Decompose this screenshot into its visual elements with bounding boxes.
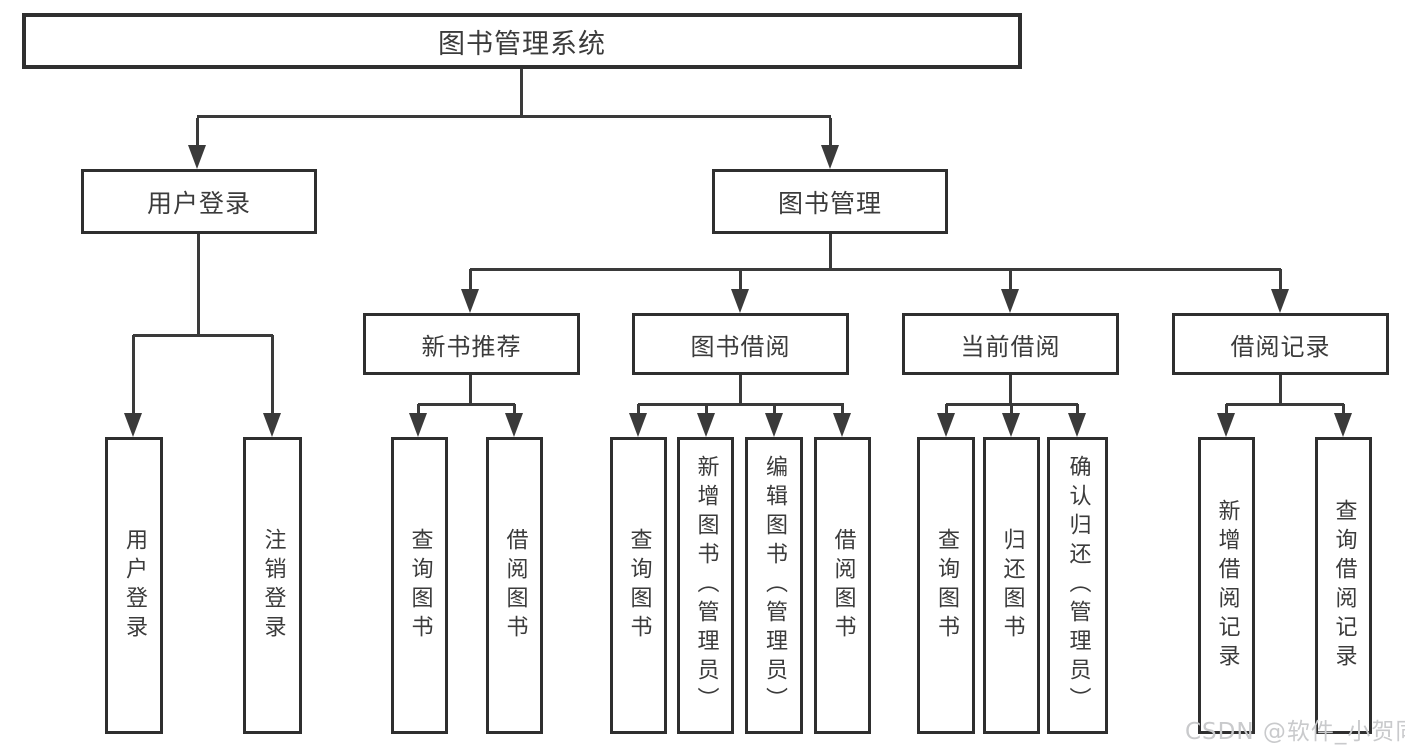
arrowhead-down-icon (461, 289, 479, 313)
node-borrow-books-borrowing: 借阅图书 (814, 437, 871, 734)
connector-line-vertical (468, 375, 472, 406)
arrowhead-down-icon (1271, 289, 1289, 313)
arrowhead-down-icon (263, 413, 281, 437)
arrow-shaft (512, 404, 516, 417)
arrow-shaft (195, 118, 199, 149)
arrow-shaft (1009, 404, 1013, 417)
node-logout-leaf: 注销登录 (243, 437, 302, 734)
arrowhead-down-icon (1002, 413, 1020, 437)
node-return-books: 归还图书 (983, 437, 1040, 734)
arrow-shaft (1224, 404, 1228, 417)
arrow-shaft (1008, 269, 1012, 293)
node-library-system: 图书管理系统 (22, 13, 1022, 69)
arrowhead-down-icon (1001, 289, 1019, 313)
arrow-shaft (1341, 404, 1345, 417)
node-add-borrow-record: 新增借阅记录 (1198, 437, 1255, 734)
node-edit-books-admin: 编辑图书（管理员） (745, 437, 803, 734)
arrow-shaft (738, 269, 742, 293)
arrow-shaft (772, 404, 776, 417)
node-current-borrowing: 当前借阅 (902, 313, 1119, 375)
connector-line-horizontal (638, 402, 844, 406)
connector-line-vertical (1278, 375, 1282, 406)
arrowhead-down-icon (188, 145, 206, 169)
node-query-borrow-record: 查询借阅记录 (1315, 437, 1372, 734)
node-add-books-admin: 新增图书（管理员） (677, 437, 734, 734)
connector-line-horizontal (1226, 402, 1344, 406)
arrowhead-down-icon (821, 145, 839, 169)
connector-line-horizontal (133, 333, 273, 337)
node-borrow-books-recommend: 借阅图书 (486, 437, 543, 734)
arrowhead-down-icon (1068, 413, 1086, 437)
arrowhead-down-icon (833, 413, 851, 437)
arrowhead-down-icon (1334, 413, 1352, 437)
arrowhead-down-icon (409, 413, 427, 437)
connector-line-vertical (519, 69, 523, 118)
arrow-shaft (704, 404, 708, 417)
arrowhead-down-icon (629, 413, 647, 437)
connector-line-vertical (828, 233, 832, 271)
node-query-books-borrowing: 查询图书 (610, 437, 667, 734)
arrow-shaft (270, 335, 274, 417)
connector-line-horizontal (197, 114, 831, 118)
arrowhead-down-icon (124, 413, 142, 437)
arrow-shaft (840, 404, 844, 417)
node-query-books-recommend: 查询图书 (391, 437, 448, 734)
arrowhead-down-icon (937, 413, 955, 437)
arrowhead-down-icon (505, 413, 523, 437)
arrowhead-down-icon (731, 289, 749, 313)
arrowhead-down-icon (1217, 413, 1235, 437)
arrow-shaft (828, 118, 832, 149)
connector-line-horizontal (470, 267, 1281, 271)
arrow-shaft (1075, 404, 1079, 417)
csdn-watermark: CSDN @软件_小贺同学 (1185, 719, 1405, 745)
node-book-borrowing: 图书借阅 (632, 313, 849, 375)
arrow-shaft (1278, 269, 1282, 293)
node-borrowing-records: 借阅记录 (1172, 313, 1389, 375)
arrow-shaft (468, 269, 472, 293)
node-query-books-current: 查询图书 (917, 437, 975, 734)
arrowhead-down-icon (697, 413, 715, 437)
arrow-shaft (944, 404, 948, 417)
connector-line-vertical (196, 234, 200, 337)
arrow-shaft (131, 335, 135, 417)
node-user-login-group: 用户登录 (81, 169, 317, 234)
node-confirm-return-admin: 确认归还（管理员） (1047, 437, 1108, 734)
connector-line-horizontal (418, 402, 515, 406)
node-book-management: 图书管理 (712, 169, 948, 234)
connector-line-vertical (738, 375, 742, 406)
arrowhead-down-icon (765, 413, 783, 437)
connector-line-vertical (1008, 375, 1012, 406)
node-new-book-recommend: 新书推荐 (363, 313, 580, 375)
node-user-login-leaf: 用户登录 (105, 437, 163, 734)
arrow-shaft (416, 404, 420, 417)
arrow-shaft (636, 404, 640, 417)
